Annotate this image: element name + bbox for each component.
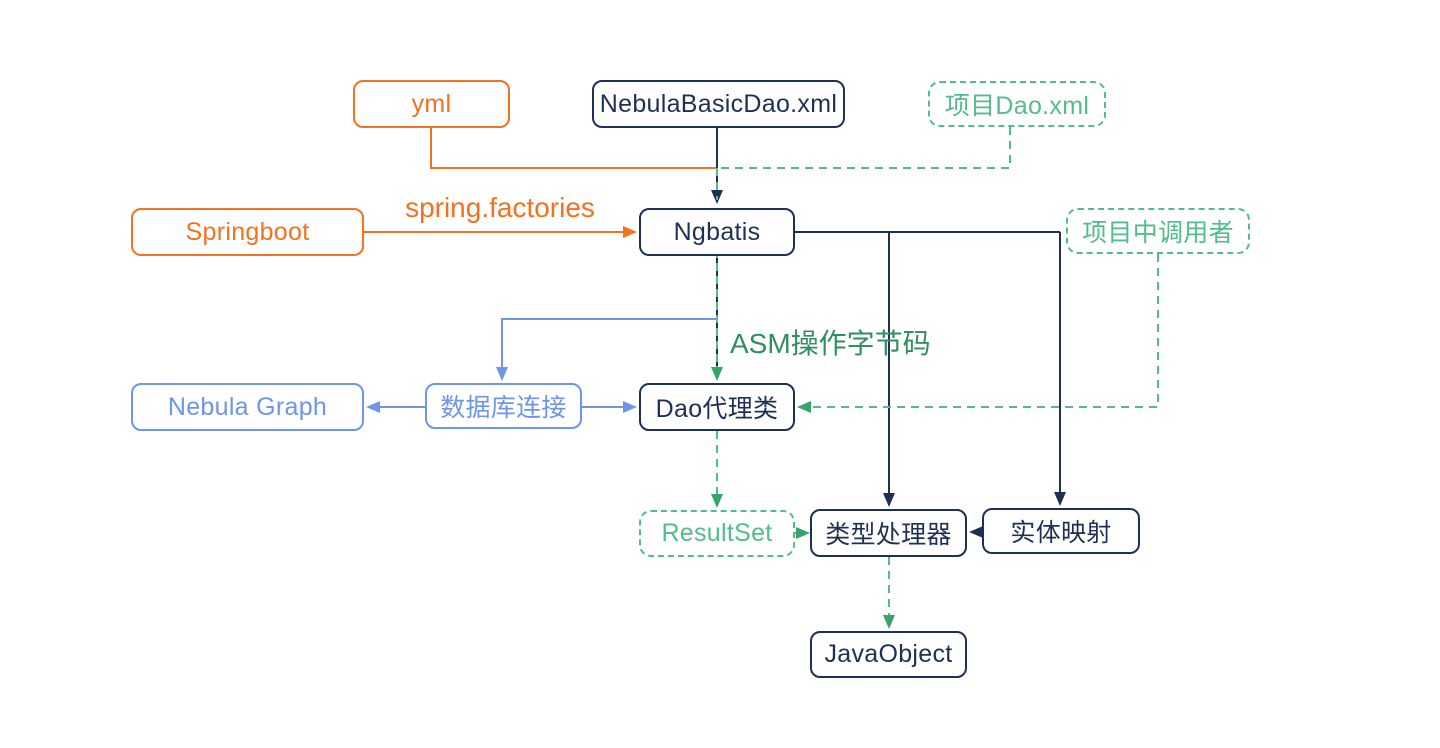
edge-yml-to-junction (430, 128, 717, 169)
node-springboot: Springboot (131, 208, 364, 256)
edge-projectcaller-to-daoproxy (797, 254, 1159, 413)
edge-projectdao-to-junction (719, 127, 1011, 169)
node-type-handler: 类型处理器 (810, 509, 967, 557)
node-entity-mapping: 实体映射 (982, 508, 1140, 554)
node-nebula-basic-dao-xml: NebulaBasicDao.xml (592, 80, 845, 128)
edge-label-spring-factories: spring.factories (405, 192, 595, 223)
node-java-object: JavaObject (810, 631, 967, 678)
node-result-set: ResultSet (639, 510, 795, 557)
node-dao-proxy: Dao代理类 (639, 383, 795, 431)
node-yml: yml (353, 80, 510, 128)
node-nebula-graph: Nebula Graph (131, 383, 364, 431)
node-project-caller: 项目中调用者 (1066, 208, 1250, 254)
edge-ngbatis-to-dbconnection (496, 318, 717, 381)
edge-label-asm-bytecode: ASM操作字节码 (730, 328, 931, 359)
node-project-dao-xml: 项目Dao.xml (928, 81, 1106, 127)
node-db-connection: 数据库连接 (425, 383, 582, 429)
node-ngbatis: Ngbatis (639, 208, 795, 256)
